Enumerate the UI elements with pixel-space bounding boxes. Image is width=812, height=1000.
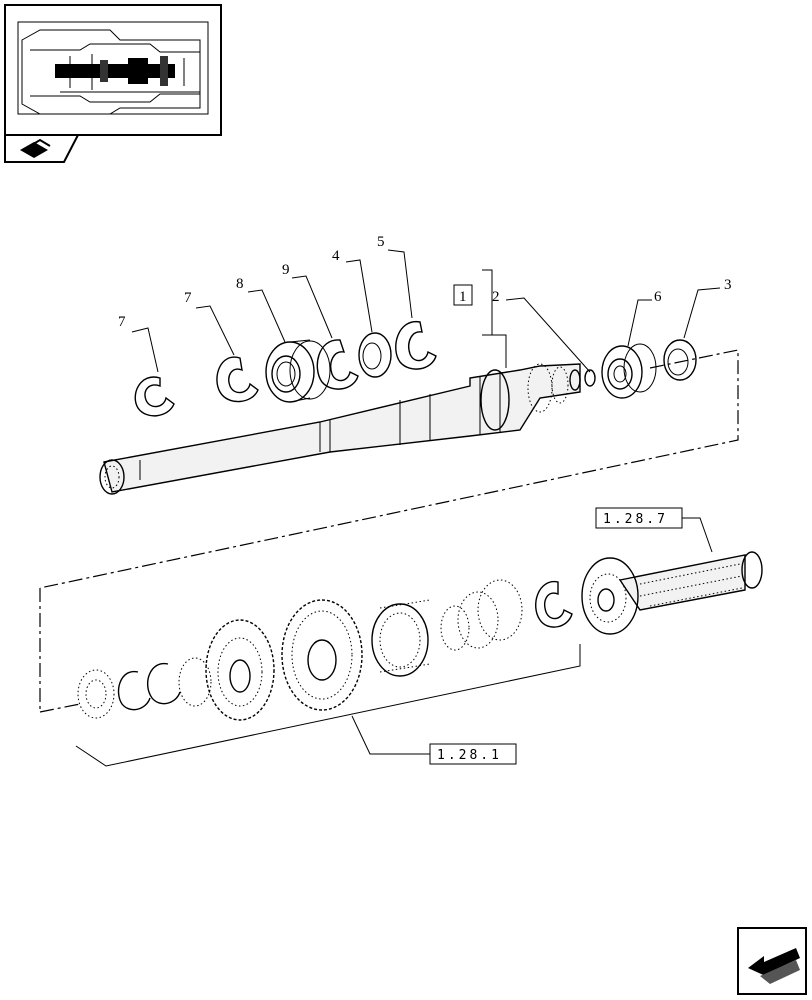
bearing-lower: [440, 579, 523, 651]
circlips-lower-left: [117, 663, 181, 711]
leader-lines: [131, 249, 721, 755]
bracket-lower: [75, 644, 581, 767]
reference-upper[interactable]: 1.28.7: [603, 512, 668, 527]
callout-4: 4: [332, 248, 340, 264]
callout-1: 1: [459, 289, 467, 305]
callout-6: 6: [654, 289, 662, 305]
circlip-lower-right: [535, 581, 573, 628]
reference-box-upper[interactable]: [595, 507, 683, 529]
callout-8: 8: [236, 276, 244, 292]
circlip-7-left: [134, 376, 175, 417]
callout-7-left: 7: [118, 314, 126, 330]
transmission-section-thumbnail: [4, 4, 222, 136]
callout-9: 9: [282, 262, 290, 278]
callout-1-box: [453, 284, 473, 306]
main-shaft: [99, 363, 596, 495]
synchro-sleeve: [371, 599, 431, 677]
previous-page-arrow-icon[interactable]: [737, 927, 807, 995]
gear-large: [281, 599, 363, 711]
bearing-6: [601, 343, 657, 399]
bearing-8: [265, 339, 331, 403]
assembly-line-short: [39, 703, 81, 713]
callout-2: 2: [492, 289, 500, 305]
assembly-line-upper: [39, 349, 739, 589]
needle-bearing-lower: [178, 657, 212, 707]
callout-7-right: 7: [184, 290, 192, 306]
ring-3: [663, 339, 697, 381]
callout-5: 5: [377, 234, 385, 250]
ring-4: [358, 332, 392, 378]
circlip-7-right: [216, 356, 259, 403]
circlip-5: [395, 321, 437, 370]
pinion-shaft: [581, 551, 763, 635]
needle-cage-left: [77, 669, 115, 719]
book-tractor-icon: [4, 134, 80, 163]
reference-lower[interactable]: 1.28.1: [437, 748, 502, 763]
gear-medium: [205, 619, 275, 721]
circlip-9: [316, 339, 359, 390]
callout-3: 3: [724, 277, 732, 293]
reference-box-lower[interactable]: [429, 743, 517, 765]
